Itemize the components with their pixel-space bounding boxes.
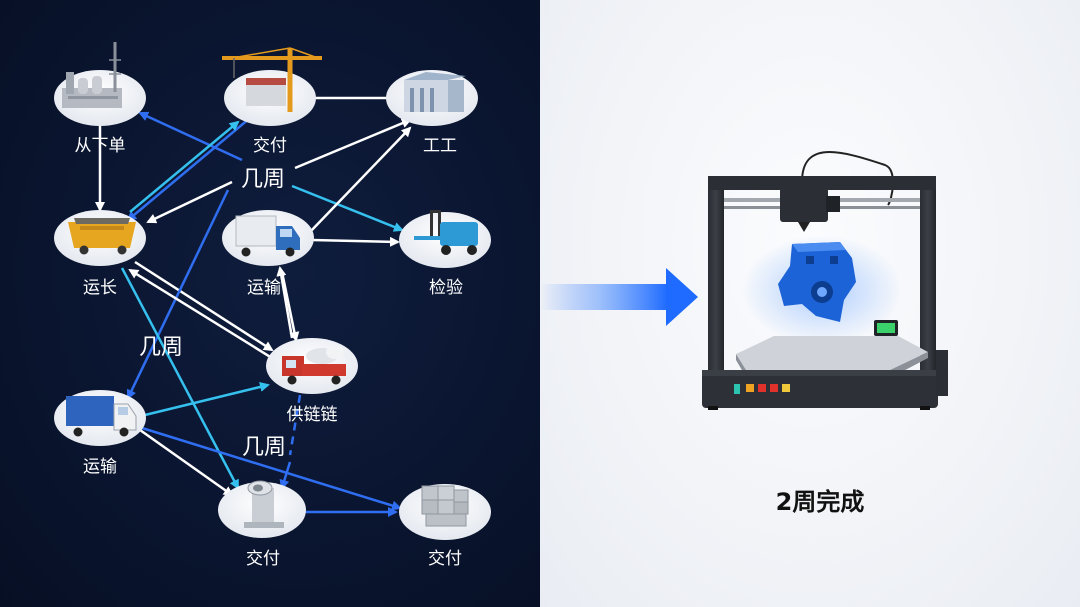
- arrow-truck-to-forklift: [311, 236, 400, 247]
- node-label-truck-left: 运输: [83, 457, 117, 477]
- arrow-lefttruck-to-part: [139, 428, 234, 497]
- arrow-tanker-to-truckmid: [276, 266, 294, 339]
- flow-arrows: [95, 96, 412, 517]
- result-label: 2周完成: [775, 488, 865, 516]
- node-label-warehouse: 工工: [423, 136, 457, 156]
- printer-illustration: [540, 151, 948, 410]
- duration-label-top: 几周: [240, 167, 286, 192]
- arrow-weeks-to-part: [279, 461, 292, 490]
- supply-chain-diagram: [54, 42, 491, 540]
- arrow-weeks-to-cart: [146, 180, 233, 224]
- arrow-weeks-to-left-truck: [126, 189, 230, 400]
- warehouse-building-icon: [404, 72, 466, 112]
- arrow-factory-to-crane: [129, 120, 240, 213]
- machined-part-icon: [244, 480, 284, 528]
- delivery-truck-icon: [235, 215, 300, 257]
- arrow-weeks-to-forklift: [291, 184, 404, 232]
- stacked-blocks-icon: [421, 485, 469, 527]
- node-label-forklift: 检验: [429, 278, 463, 298]
- arrow-crane-to-factory: [138, 111, 243, 162]
- arrow-weeks-to-warehouse: [294, 118, 412, 170]
- duration-label-bottom: 几周: [241, 435, 287, 460]
- duration-label-middle: 几周: [138, 335, 184, 360]
- node-label-part: 交付: [246, 549, 280, 569]
- arrow-crane-to-cart: [126, 117, 251, 222]
- node-label-blocks: 交付: [428, 549, 462, 569]
- printing-panel: 2周完成: [540, 0, 1080, 607]
- arrow-lefttruck-to-tanker: [144, 382, 270, 417]
- mining-cart-icon: [68, 218, 136, 255]
- arrow-cart-to-tanker: [134, 260, 274, 352]
- 3d-printer-icon: [702, 151, 948, 410]
- arrow-truck-to-warehouse: [309, 126, 412, 233]
- node-label-tanker: 供链链: [286, 405, 338, 425]
- construction-crane-icon: [222, 47, 322, 112]
- node-label-factory: 从下单: [74, 136, 126, 156]
- node-label-crane: 交付: [253, 136, 287, 156]
- tanker-truck-icon: [282, 345, 346, 385]
- arrow-tanker-to-cart: [128, 268, 273, 360]
- arrow-lefttruck-to-blocks: [141, 426, 402, 511]
- node-label-cart: 运长: [83, 278, 117, 298]
- printed-part-icon: [778, 242, 856, 322]
- box-truck-icon: [66, 396, 137, 437]
- arrow-truckmid-to-tanker: [280, 271, 300, 342]
- factory-icon: [62, 42, 122, 108]
- forklift-icon: [414, 210, 478, 255]
- arrow-tanker-to-part: [288, 394, 302, 456]
- transition-arrow-icon: [540, 268, 698, 326]
- supply-chain-panel: 从下单 交付 工工 运长 运输 检验 供链链 运输 交付 交付 几周 几周 几周: [0, 0, 540, 607]
- node-label-truck-mid: 运输: [247, 278, 281, 298]
